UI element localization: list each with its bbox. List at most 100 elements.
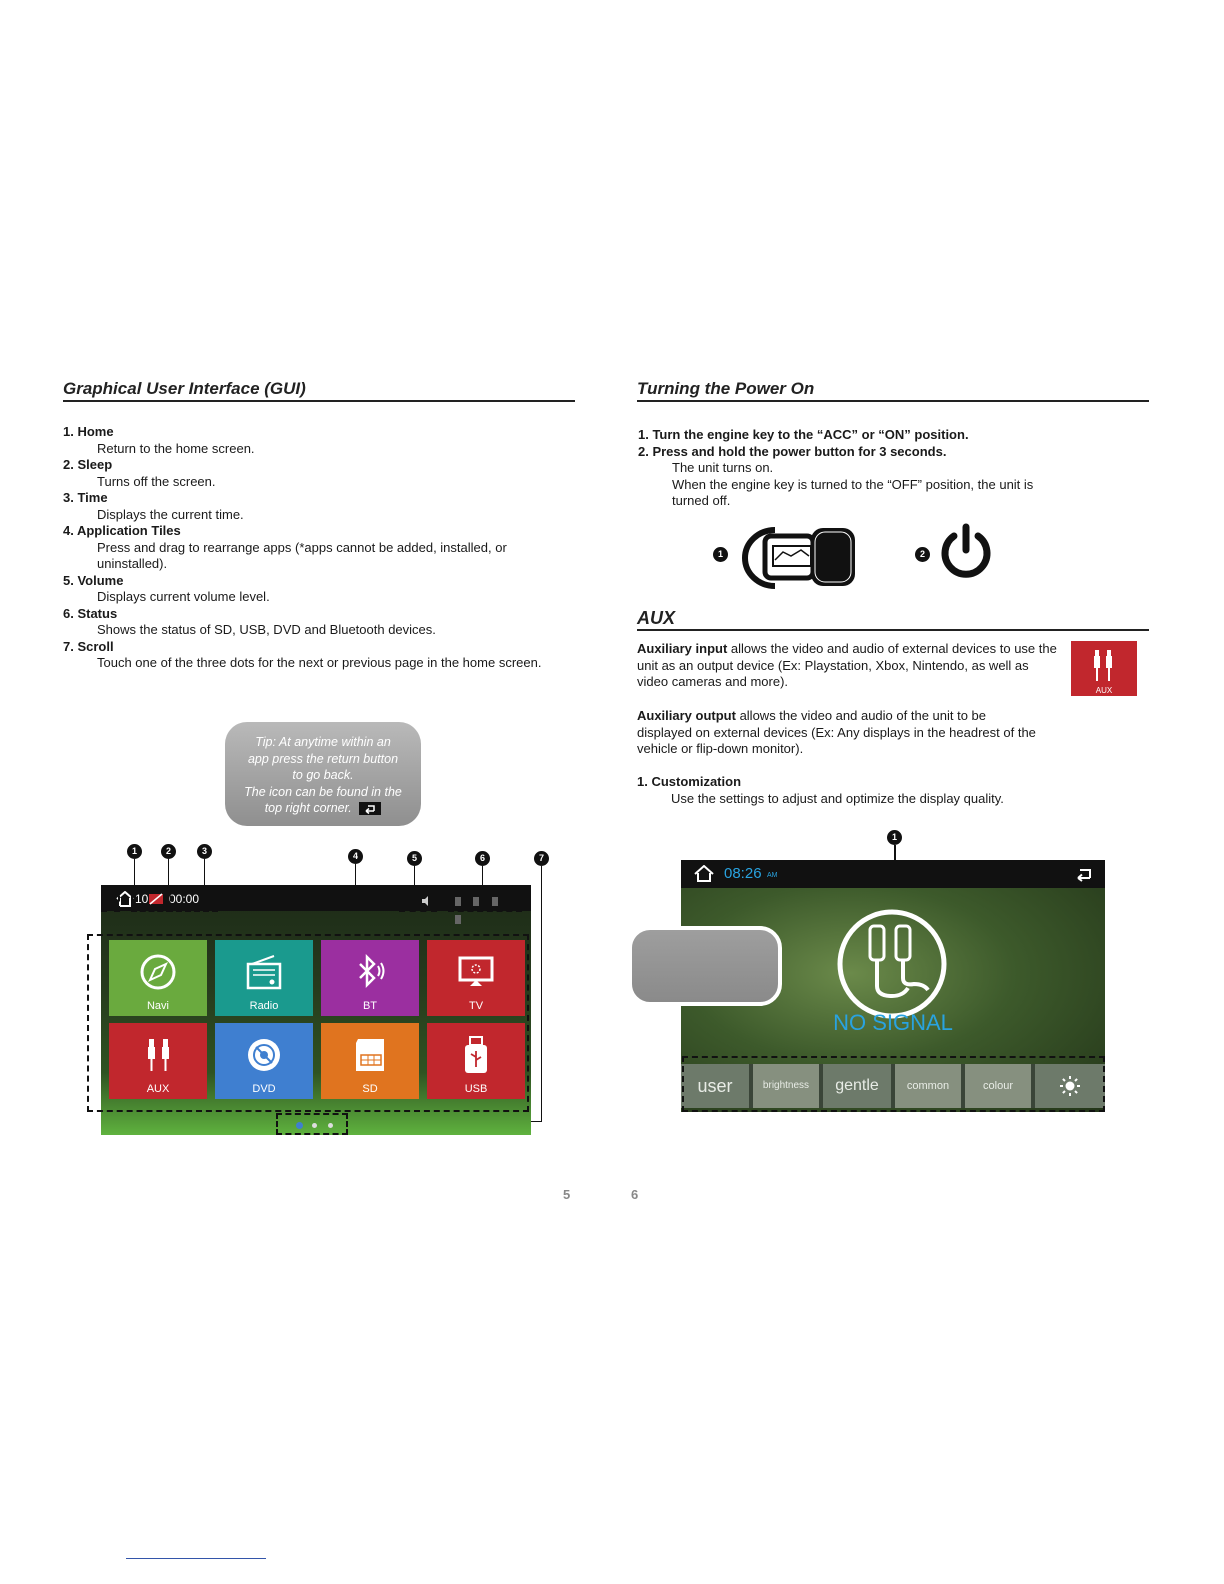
gui-section-title: Graphical User Interface (GUI) <box>63 379 306 398</box>
callout-1: 1 <box>127 844 142 859</box>
callout-box-sleep <box>131 885 172 912</box>
tip-line: app press the return button <box>247 751 399 766</box>
return-icon <box>359 802 382 816</box>
item-body: Press and drag to rearrange apps (*apps … <box>97 539 507 572</box>
tile-label: TV <box>468 1000 484 1012</box>
home-screen: 10 00:00 Navi Radio BT TV AUX DVD SD <box>101 885 531 1135</box>
scroll-dot[interactable] <box>312 1123 317 1128</box>
no-signal-text: NO SIGNAL <box>833 1010 953 1035</box>
leader-line <box>414 866 415 887</box>
tip-line: The icon can be found in the <box>244 784 402 799</box>
tip-line: top right corner. <box>225 800 421 817</box>
tile-aux[interactable]: AUX <box>109 1023 207 1099</box>
callout-box-settings <box>682 1056 1105 1112</box>
power-button-icon <box>937 522 995 585</box>
sd-card-icon <box>356 1039 384 1071</box>
callout-box-scroll <box>276 1113 348 1135</box>
tile-dvd[interactable]: DVD <box>215 1023 313 1099</box>
callout-3: 3 <box>197 844 212 859</box>
tip-line: to go back. <box>292 768 354 782</box>
compass-icon <box>140 954 176 990</box>
step-body: The unit turns on. <box>672 460 774 475</box>
return-icon[interactable] <box>1073 866 1095 887</box>
customization-heading: 1. Customization <box>637 774 742 789</box>
page-number: 5 <box>563 1187 571 1202</box>
page-number: 6 <box>631 1187 639 1202</box>
tile-label: DVD <box>252 1083 276 1095</box>
item-body: Turns off the screen. <box>97 473 216 489</box>
tv-icon <box>458 956 494 986</box>
power-steps: 1. Turn the engine key to the “ACC” or “… <box>638 427 1138 510</box>
item-heading: 5. Volume <box>63 572 124 588</box>
power-callout-2: 2 <box>915 547 930 562</box>
aux-badge-label: AUX <box>1095 686 1113 695</box>
leader-line <box>204 859 205 887</box>
customization-callout-1: 1 <box>887 830 902 845</box>
tile-usb[interactable]: USB <box>427 1023 525 1099</box>
tile-tv[interactable]: TV <box>427 940 525 1016</box>
item-heading: 4. Application Tiles <box>63 523 181 538</box>
item-body: Displays the current time. <box>97 506 244 522</box>
callout-4: 4 <box>348 849 363 864</box>
setting-gentle[interactable]: gentle <box>823 1064 893 1108</box>
tile-label: Navi <box>146 1000 169 1012</box>
step-heading: 1. Turn the engine key to the “ACC” or “… <box>638 427 969 442</box>
callout-5: 5 <box>407 851 422 866</box>
callout-7: 7 <box>534 851 549 866</box>
aux-clock-ampm: AM <box>767 872 778 879</box>
callout-box-status <box>448 885 522 912</box>
volume-level: 10 <box>135 892 149 906</box>
aux-section-title: AUX <box>637 608 676 628</box>
item-heading: 7. Scroll <box>63 638 114 654</box>
settings-bar: user brightness gentle common colour <box>681 1064 1105 1108</box>
tile-label: USB <box>464 1083 488 1095</box>
scroll-dot-active[interactable] <box>296 1122 303 1129</box>
item-body: Displays current volume level. <box>97 589 270 604</box>
home-icon[interactable] <box>693 864 715 887</box>
leader-line <box>541 866 542 1122</box>
callout-box-tiles <box>87 934 529 1112</box>
engine-key-icon <box>735 522 860 597</box>
aux-badge: AUX <box>1071 641 1137 696</box>
leader-line <box>134 859 135 887</box>
volume-icon <box>421 893 433 911</box>
setting-common[interactable]: common <box>895 1064 963 1108</box>
callout-box-time <box>167 885 218 912</box>
brightness-button[interactable] <box>1035 1064 1105 1108</box>
scroll-dot[interactable] <box>328 1123 333 1128</box>
setting-brightness[interactable]: brightness <box>753 1064 821 1108</box>
tile-label: SD <box>362 1083 378 1095</box>
setting-colour[interactable]: colour <box>965 1064 1033 1108</box>
clock: 00:00 <box>169 892 200 906</box>
step-heading: 2. Press and hold the power button for 3… <box>638 443 947 459</box>
item-heading: 1. Home <box>63 424 114 439</box>
dvd-status-icon <box>491 897 498 906</box>
sleep-icon[interactable] <box>147 892 165 911</box>
aux-icon <box>148 1039 169 1071</box>
power-title-rule <box>637 400 1149 402</box>
customization-body: Use the settings to adjust and optimize … <box>671 791 1004 806</box>
usb-status-icon <box>473 897 480 906</box>
tile-sd[interactable]: SD <box>321 1023 419 1099</box>
tile-bt[interactable]: BT <box>321 940 419 1016</box>
tile-radio[interactable]: Radio <box>215 940 313 1016</box>
aux-input-term: Auxiliary input <box>637 641 728 656</box>
bt-status-icon <box>455 915 461 924</box>
leader-line <box>482 866 483 887</box>
aux-output-paragraph: Auxiliary output allows the video and au… <box>637 708 1037 758</box>
disc-icon <box>248 1039 280 1071</box>
tile-navi[interactable]: Navi <box>109 940 207 1016</box>
setting-user[interactable]: user <box>681 1064 751 1108</box>
footer-rule <box>126 1558 266 1559</box>
radio-icon <box>246 955 282 990</box>
aux-icon <box>1094 650 1112 681</box>
aux-input-text: allows the video and audio of external d… <box>637 641 1057 689</box>
item-body: Return to the home screen. <box>97 440 255 456</box>
